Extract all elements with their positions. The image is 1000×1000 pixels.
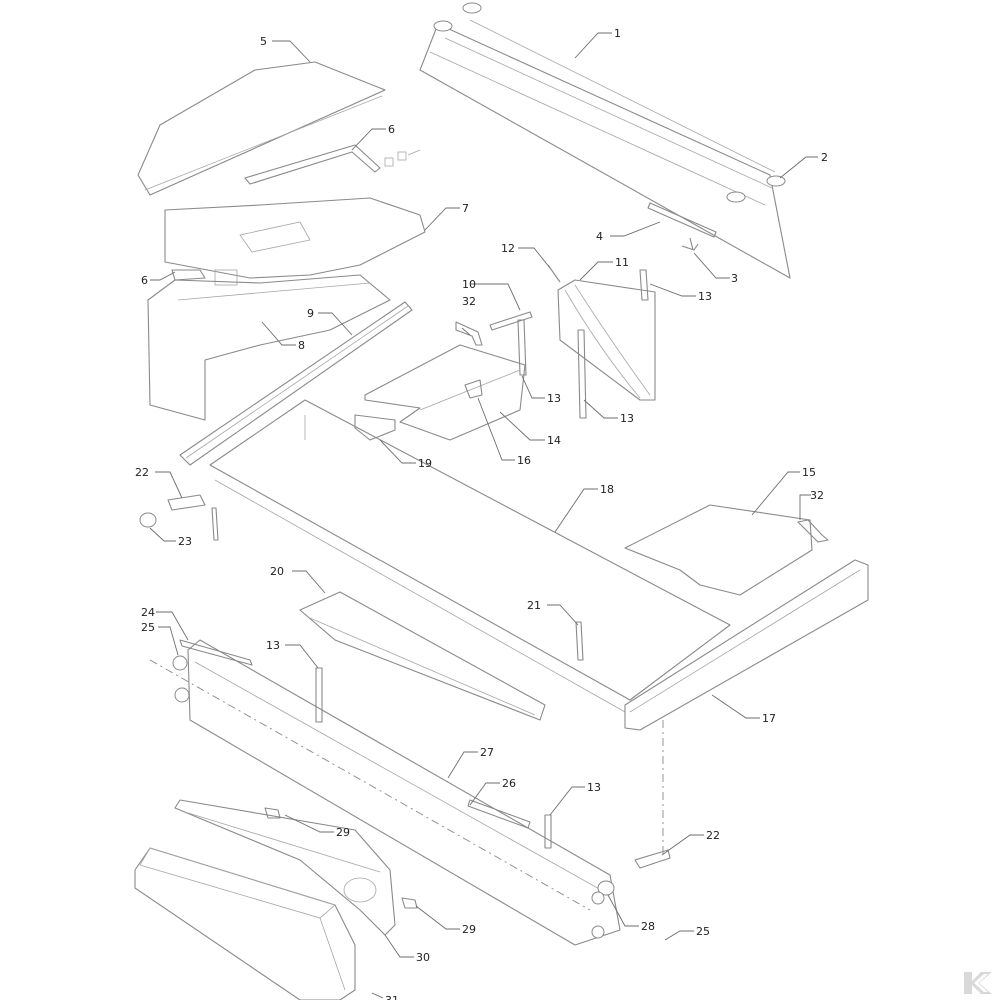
callout-6-upper: 6 [388,123,395,136]
callout-15: 15 [802,466,816,479]
part-13-rod-a [517,319,527,376]
callout-23: 23 [178,535,192,548]
callout-6-lower: 6 [141,274,148,287]
callout-11: 11 [615,256,629,269]
part-32-bracket-right [797,519,829,543]
part-13-rod-c [639,269,649,301]
part-6-bracket-lower [171,269,206,281]
part-6-bracket-upper [244,144,421,185]
part-9-beam [179,301,413,466]
callout-32-left: 32 [462,295,476,308]
part-25-plugs-right [591,891,605,939]
callout-7: 7 [462,202,469,215]
part-2-plugs [433,2,786,203]
part-28-bushing [597,880,615,896]
part-29-clip-upper [264,807,281,819]
part-18-base-panel [209,399,731,713]
part-7-side-panel [164,197,426,286]
part-15-right-plate [624,504,813,596]
callout-13-a: 13 [698,290,712,303]
callout-1: 1 [614,27,621,40]
callout-2: 2 [821,151,828,164]
part-13-rod-b [577,329,587,419]
part-32-bracket [455,321,483,346]
part-23-bushing [139,512,157,528]
callout-26: 26 [502,777,516,790]
callout-32-right: 32 [810,489,824,502]
part-26-strip [467,799,531,829]
callout-10: 10 [462,278,476,291]
callout-28: 28 [641,920,655,933]
part-17-beam [624,559,869,731]
callout-labels: 1 2 3 4 5 6 6 7 8 9 10 11 12 13 13 13 13… [135,27,828,1000]
callout-5: 5 [260,35,267,48]
part-3-clip [681,237,699,251]
part-small-clip-left [211,507,219,541]
callout-3: 3 [731,272,738,285]
part-20-trough [299,591,546,721]
callout-17: 17 [762,712,776,725]
callout-22-left: 22 [135,466,149,479]
callout-31: 31 [385,994,399,1000]
part-24-strip [179,639,253,666]
callout-8: 8 [298,339,305,352]
callout-27: 27 [480,746,494,759]
callout-18: 18 [600,483,614,496]
part-4-strip [647,202,717,238]
callout-30: 30 [416,951,430,964]
part-13-rod-e [544,814,552,849]
part-1-top-cover [419,19,791,279]
callout-22-right: 22 [706,829,720,842]
callout-25-left: 25 [141,621,155,634]
callout-12: 12 [501,242,515,255]
callout-13-d: 13 [266,639,280,652]
part-21-clip [575,621,584,661]
callout-20: 20 [270,565,284,578]
callout-16: 16 [517,454,531,467]
callout-13-c: 13 [620,412,634,425]
callout-4: 4 [596,230,603,243]
part-22-bracket-left [167,494,206,511]
part-27-lower-panel [149,639,621,946]
callout-25-right: 25 [696,925,710,938]
part-8-lower-panel [147,274,391,421]
callout-13-e: 13 [587,781,601,794]
leader-lines [149,32,818,999]
callout-29-lower: 29 [462,923,476,936]
part-5-side-cover [137,61,386,196]
callout-14: 14 [547,434,561,447]
part-14-floor-plate [364,344,526,441]
callout-19: 19 [418,457,432,470]
callout-9: 9 [307,307,314,320]
callout-29-upper: 29 [336,826,350,839]
brand-k-logo-icon [964,972,992,994]
part-10-rod [489,311,533,331]
part-22-bracket-right [634,849,671,869]
part-19-bracket [354,414,396,441]
part-16-clip [464,379,483,399]
callout-13-b: 13 [547,392,561,405]
callout-24: 24 [141,606,155,619]
callout-21: 21 [527,599,541,612]
part-30-guard [174,799,396,936]
part-25-plugs-left [172,655,190,703]
part-31-housing [134,847,356,1000]
part-11-chute [557,279,656,401]
part-13-rod-d [315,667,323,723]
part-29-clip-lower [401,897,418,909]
